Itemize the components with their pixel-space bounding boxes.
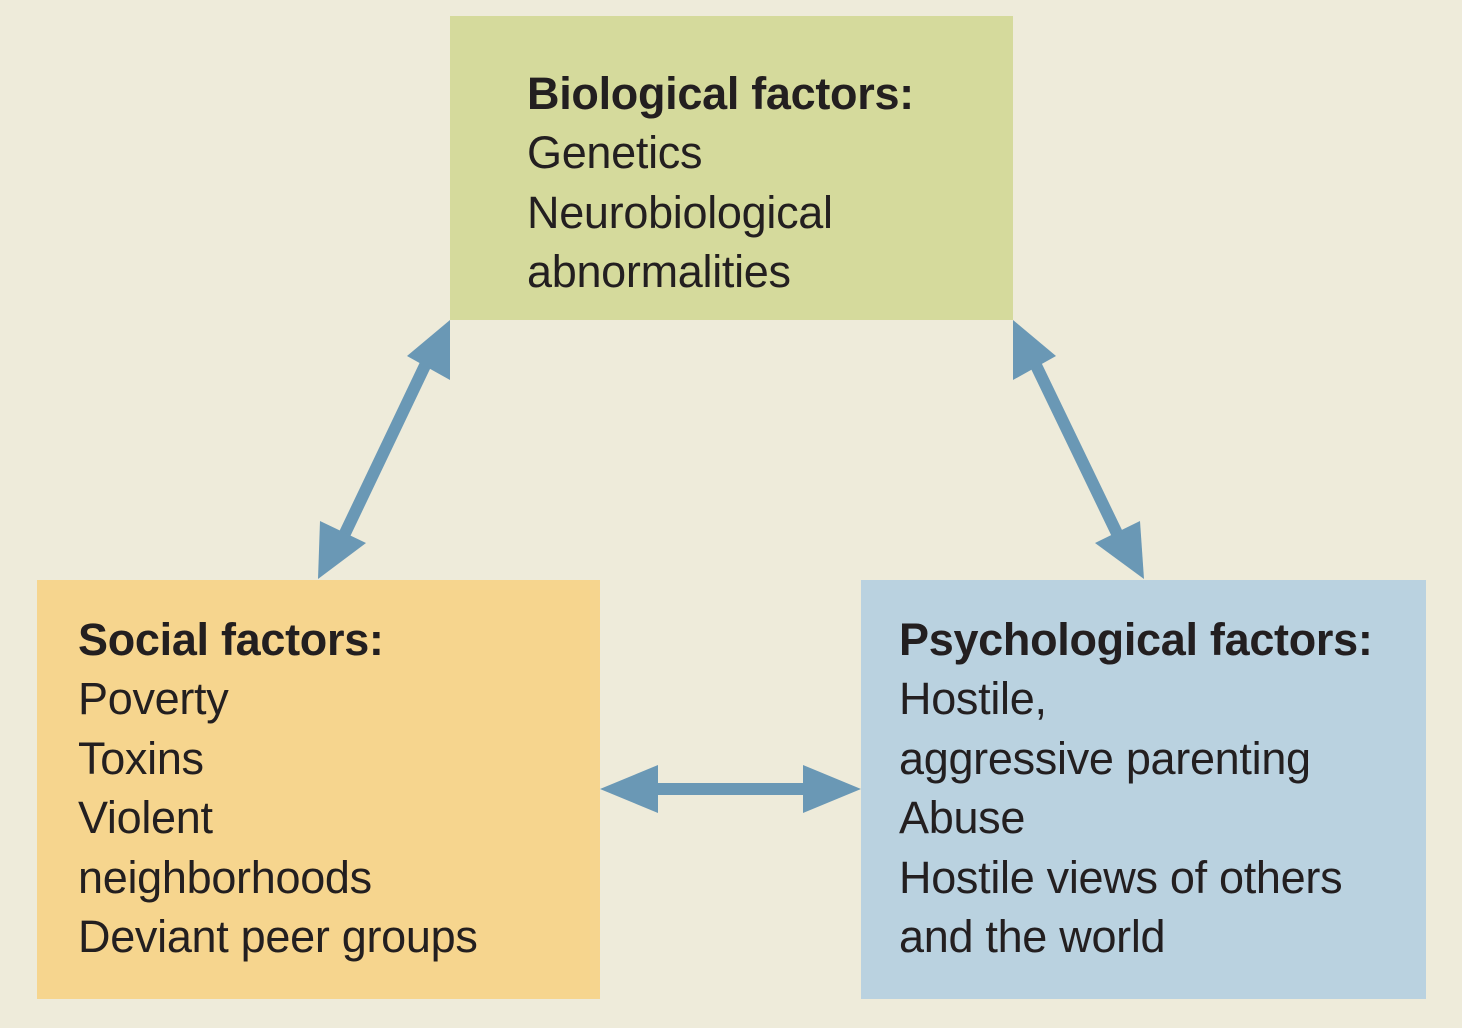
- psychological-factor-item: Hostile views of others: [899, 851, 1343, 903]
- arrow-social-psychological-head-left: [600, 765, 658, 813]
- biological-factors-box: Biological factors: Genetics Neurobiolog…: [450, 16, 1013, 320]
- social-factors-title: Social factors:: [78, 614, 384, 665]
- psychological-factors-title: Psychological factors:: [899, 614, 1373, 665]
- arrow-biological-psychological-shaft: [1025, 352, 1130, 551]
- arrow-biological-social: [318, 320, 450, 579]
- psychological-factor-item: Abuse: [899, 792, 1026, 843]
- psychological-factor-item: aggressive parenting: [899, 732, 1311, 784]
- arrow-biological-social-head-top: [407, 320, 450, 380]
- psychological-factor-item: and the world: [899, 911, 1166, 962]
- arrow-biological-psychological-head-top: [1013, 320, 1056, 380]
- arrow-biological-psychological: [1013, 320, 1144, 579]
- biological-factor-item: Neurobiological: [527, 186, 833, 238]
- arrow-biological-psychological-head-bottom: [1095, 521, 1144, 579]
- social-factor-item: Poverty: [78, 673, 229, 724]
- social-factor-item: Toxins: [78, 732, 204, 784]
- psychological-factors-box: Psychological factors: Hostile, aggressi…: [861, 580, 1426, 999]
- arrow-biological-social-head-bottom: [318, 521, 366, 579]
- arrow-social-psychological: [600, 765, 861, 813]
- social-factor-item: Deviant peer groups: [78, 911, 478, 962]
- psychological-factor-item: Hostile,: [899, 673, 1047, 724]
- social-factor-item: neighborhoods: [78, 851, 372, 903]
- biological-factors-title: Biological factors:: [527, 68, 914, 119]
- biological-factor-item: Genetics: [527, 127, 703, 178]
- biological-factor-item: abnormalities: [527, 246, 791, 297]
- social-factors-box: Social factors: Poverty Toxins Violent n…: [37, 580, 600, 999]
- arrow-social-psychological-head-right: [803, 765, 861, 813]
- arrow-biological-social-shaft: [332, 352, 436, 551]
- social-factor-item: Violent: [78, 792, 213, 843]
